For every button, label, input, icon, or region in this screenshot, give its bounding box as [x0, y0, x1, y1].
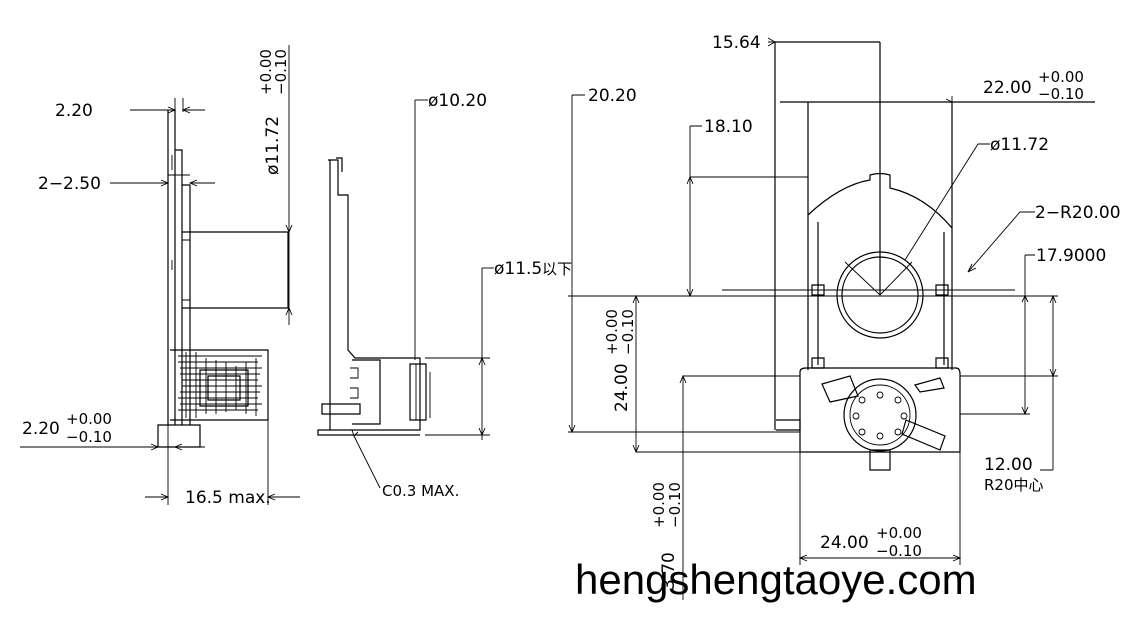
dim-24-00-vert-label: 24.00 [612, 363, 632, 412]
dim-2-2-50-label: 2−2.50 [38, 174, 101, 194]
dim-dia-11-72-front-label: ø11.72 [990, 135, 1049, 155]
dim-20-20-label: 20.20 [588, 86, 637, 106]
dim-bottom-2-20-label: 2.20 [22, 419, 60, 439]
dim-x-70-tol-upper: +0.00 [650, 482, 668, 528]
dim-17-9000-label: 17.9000 [1036, 246, 1106, 266]
dim-24-00-vert-tol-upper: +0.00 [603, 309, 621, 355]
dim-bottom-2-20-tol-upper: +0.00 [66, 410, 112, 428]
dim-2-r20-label: 2−R20.00 [1035, 203, 1121, 223]
watermark-text: hengshengtaoye.com [575, 556, 977, 603]
dim-24-00-horiz-tol-upper: +0.00 [876, 524, 922, 542]
front-view: 15.64 22.00 +0.00 −0.10 20.20 18.10 ø11.… [568, 33, 1121, 600]
dim-2-20-label: 2.20 [55, 101, 93, 121]
dim-dia-11-5-label: ø11.5 [494, 259, 542, 279]
dim-x-70-label: 3.70 [659, 552, 679, 590]
dim-12-00-label: 12.00 [984, 455, 1033, 475]
dim-22-00-tol-upper: +0.00 [1038, 68, 1084, 86]
dim-dia-11-72-side-label: ø11.72 [263, 116, 283, 175]
dim-22-00-label: 22.00 [983, 78, 1032, 98]
dim-c0-3-label: C0.3 MAX. [382, 482, 459, 500]
dim-dia-11-72-side-tol-upper: +0.00 [257, 49, 275, 95]
section-view: ø10.20 ø11.5 以下 C0.3 MAX. [317, 91, 572, 500]
dim-24-00-horiz-label: 24.00 [820, 533, 869, 553]
dim-22-00-tol-lower: −0.10 [1038, 85, 1084, 103]
dim-x-70-tol-lower: −0.10 [666, 482, 684, 528]
side-view: 2.20 2−2.50 ø11.72 +0.00 −0.10 2.20 +0.0… [20, 45, 300, 508]
dim-r20-center-label: R20中心 [984, 476, 1044, 494]
dim-bottom-2-20-tol-lower: −0.10 [66, 428, 112, 446]
dim-16-5-max-label: 16.5 max. [185, 488, 271, 508]
dim-24-00-vert-tol-lower: −0.10 [619, 309, 637, 355]
dim-dia-11-5-note: 以下 [542, 260, 572, 278]
dim-dia-11-72-side-tol-lower: −0.10 [272, 49, 290, 95]
dim-24-00-horiz-tol-lower: −0.10 [876, 542, 922, 560]
dim-15-64-label: 15.64 [712, 33, 761, 53]
dim-dia-10-20-label: ø10.20 [428, 91, 487, 111]
dim-18-10-label: 18.10 [704, 117, 753, 137]
